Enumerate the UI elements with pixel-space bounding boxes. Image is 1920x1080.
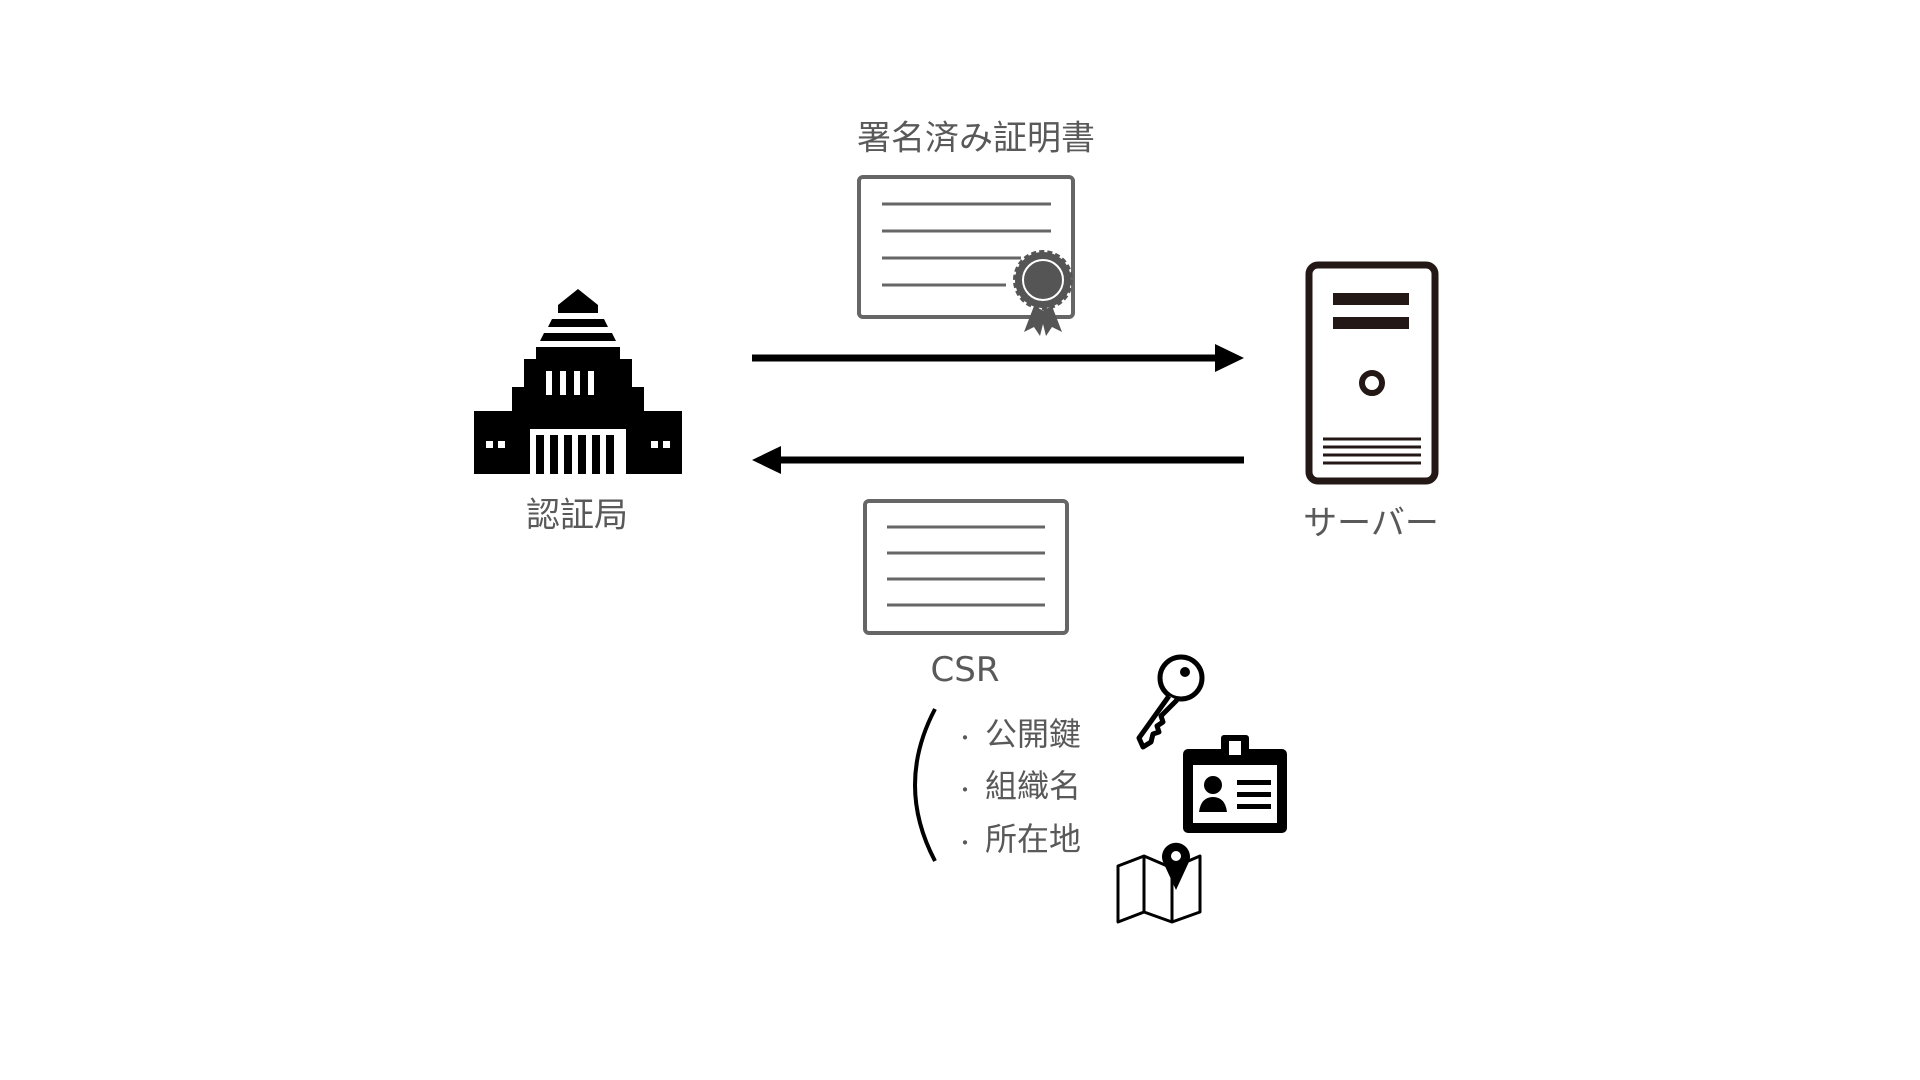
government-building-icon	[474, 289, 682, 474]
bullet: ・	[955, 777, 975, 802]
csr-item-public-key: ・公開鍵	[955, 709, 1081, 755]
map-pin-icon	[1116, 842, 1202, 924]
bullet: ・	[955, 725, 975, 750]
bullet: ・	[955, 830, 975, 855]
signed-certificate-label: 署名済み証明書	[857, 118, 1095, 159]
parenthesis-bracket	[913, 708, 937, 862]
server-icon	[1305, 261, 1439, 485]
server-label: サーバー	[1303, 503, 1439, 544]
csr-item-location: ・所在地	[955, 814, 1081, 860]
item-text: 公開鍵	[985, 715, 1082, 753]
csr-label: CSR	[930, 650, 1000, 690]
csr-item-organization: ・組織名	[955, 761, 1081, 807]
certificate-authority-label: 認証局	[526, 495, 628, 536]
csr-document-icon	[863, 499, 1069, 635]
item-text: 所在地	[985, 820, 1082, 858]
signed-certificate-icon	[857, 175, 1075, 336]
arrows	[752, 344, 1244, 474]
key-icon	[1136, 654, 1205, 750]
arrow-right-icon	[752, 344, 1244, 372]
item-text: 組織名	[985, 767, 1082, 805]
id-card-icon	[1183, 735, 1287, 833]
arrow-left-icon	[752, 446, 1244, 474]
